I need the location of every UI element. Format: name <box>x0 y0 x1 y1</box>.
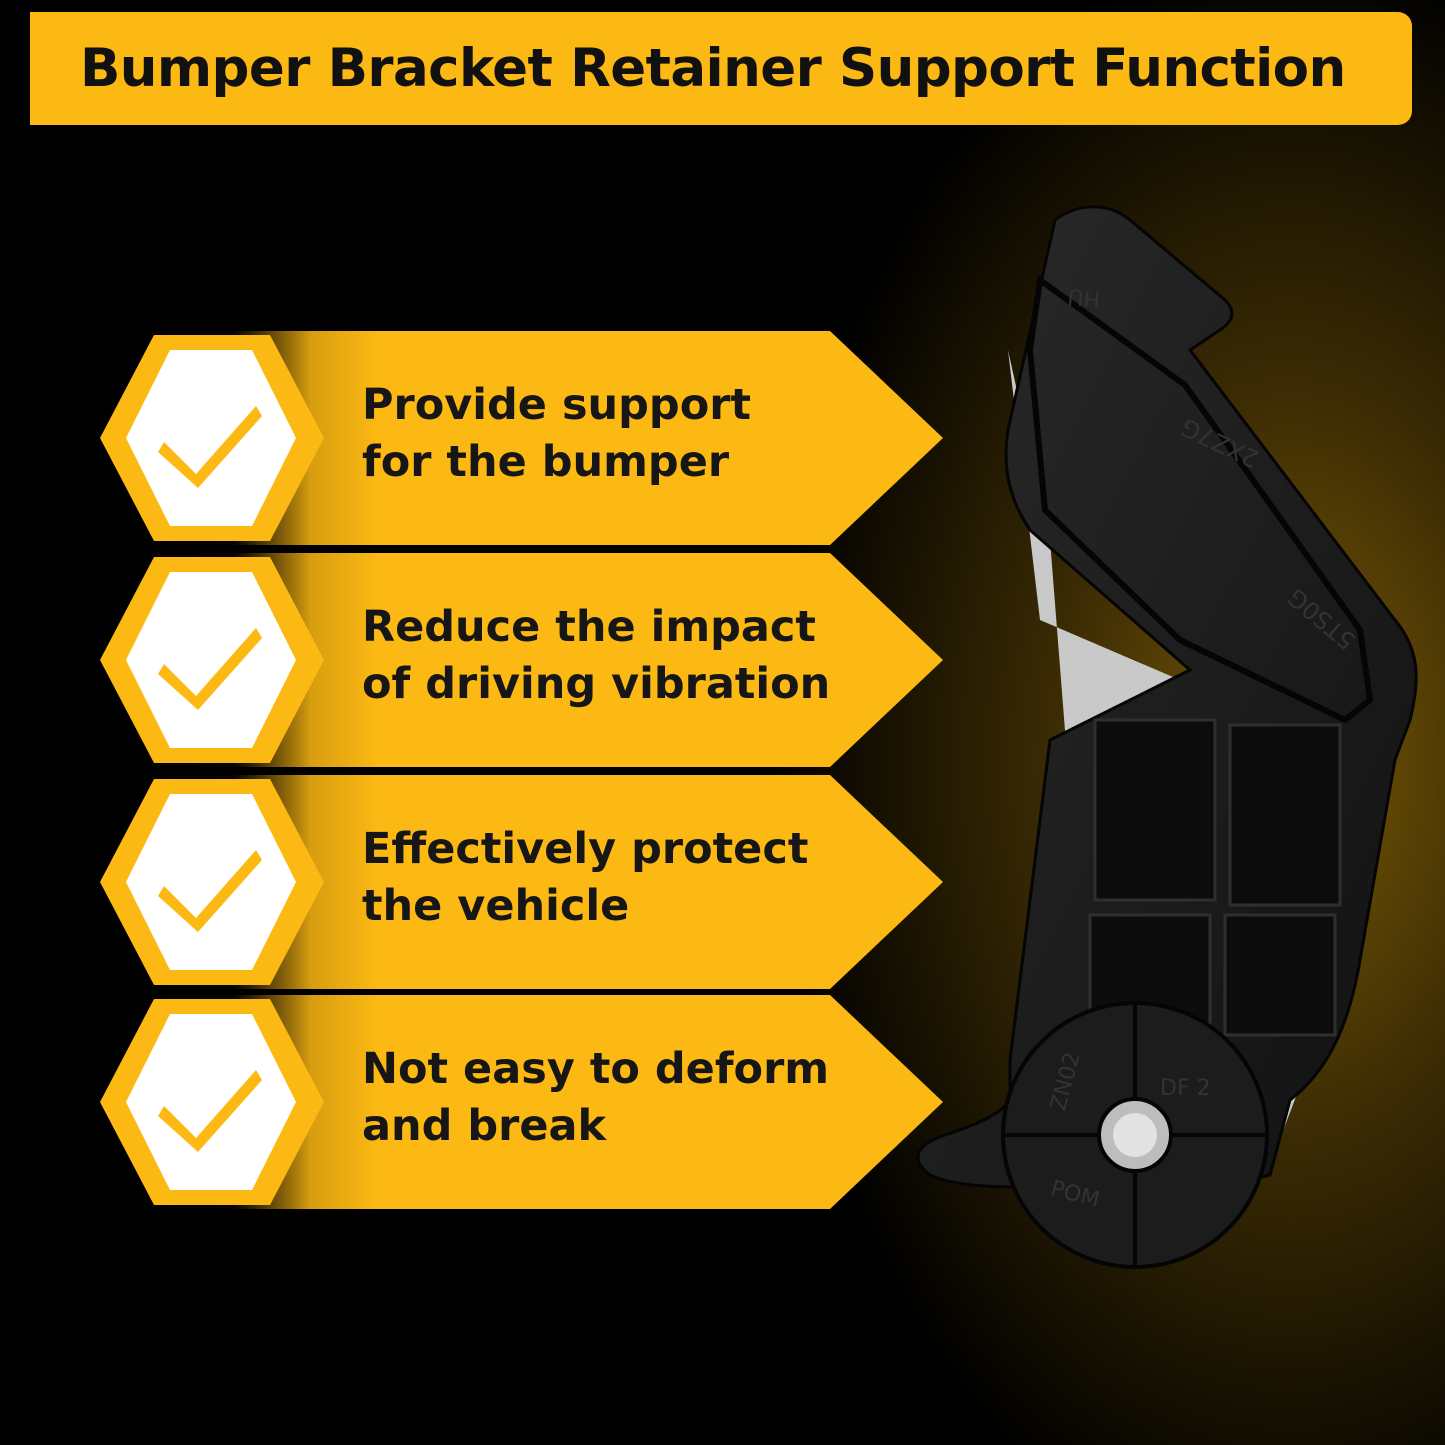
feature-line: Provide support <box>362 380 752 430</box>
feature-text: Reduce the impact of driving vibration <box>362 599 862 713</box>
feature-line: and break <box>362 1101 607 1151</box>
check-icon <box>126 350 296 526</box>
feature-line: for the bumper <box>362 437 730 487</box>
marking-code: DF 2 <box>1160 1076 1211 1101</box>
check-icon <box>126 572 296 748</box>
feature-text: Not easy to deform and break <box>362 1041 862 1155</box>
feature-line: Not easy to deform <box>362 1044 830 1094</box>
feature-item-4: Not easy to deform and break <box>100 995 945 1209</box>
feature-line: Effectively protect <box>362 824 809 874</box>
feature-text: Effectively protect the vehicle <box>362 821 862 935</box>
feature-line: of driving vibration <box>362 659 831 709</box>
feature-item-3: Effectively protect the vehicle <box>100 775 945 989</box>
check-icon <box>126 1014 296 1190</box>
feature-item-2: Reduce the impact of driving vibration <box>100 553 945 767</box>
marking-hu: HU <box>1067 283 1102 311</box>
feature-item-1: Provide support for the bumper <box>100 331 945 545</box>
feature-line: Reduce the impact <box>362 602 816 652</box>
title-banner: Bumper Bracket Retainer Support Function <box>30 12 1412 125</box>
bumper-bracket-image: HU 2XZ7G 5TS0G ZN02 DF 2 POM <box>916 205 1418 1269</box>
check-icon <box>126 794 296 970</box>
feature-line: the vehicle <box>362 881 630 931</box>
page-title: Bumper Bracket Retainer Support Function <box>80 38 1346 99</box>
feature-text: Provide support for the bumper <box>362 377 862 491</box>
